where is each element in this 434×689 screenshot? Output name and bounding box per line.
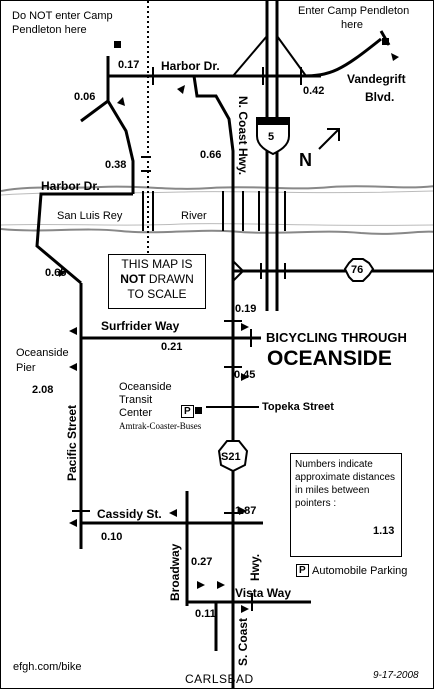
transit-center-marker <box>195 407 202 414</box>
oceanside-pier-line1: Oceanside <box>16 347 69 359</box>
distance-label: 0.65 <box>45 267 67 279</box>
sr76-shield-icon <box>343 258 375 282</box>
topeka-street-label: Topeka Street <box>262 401 334 413</box>
title-line2: OCEANSIDE <box>267 347 392 370</box>
do-not-enter-line1: Do NOT enter Camp <box>12 10 113 22</box>
legend-line2: approximate distances <box>295 472 396 483</box>
do-not-enter-line2: Pendleton here <box>12 24 87 36</box>
footer-url[interactable]: efgh.com/bike <box>13 661 82 673</box>
river-bank-bottom <box>1 228 433 235</box>
parking-legend-icon: P <box>296 564 309 577</box>
harbor-dr-loop <box>106 100 135 194</box>
north-coast-hwy-label: N. Coast Hwy. <box>236 96 250 176</box>
distance-label: 0.21 <box>161 341 183 353</box>
entry-marker <box>382 38 389 45</box>
harbor-dr-top-label: Harbor Dr. <box>161 59 220 73</box>
distance-label: 0.17 <box>118 59 140 71</box>
i5-shield-number: 5 <box>268 131 275 143</box>
transit-parking-icon: P <box>181 405 194 418</box>
distance-label: 0.11 <box>195 608 216 620</box>
note-not: NOT <box>120 272 146 286</box>
distance-label: 0.42 <box>303 85 325 97</box>
surfrider-way-label: Surfrider Way <box>101 319 180 333</box>
parking-legend-label: Automobile Parking <box>312 565 408 577</box>
s21-shield-icon <box>217 440 249 473</box>
legend-line4: pointers : <box>295 498 337 509</box>
transit-line1: Oceanside <box>119 381 172 393</box>
distance-label: 2.08 <box>32 384 54 396</box>
date-signature: 9-17-2008 <box>373 670 419 681</box>
distance-label: 0.19 <box>235 303 257 315</box>
broadway-label: Broadway <box>168 543 182 601</box>
legend-line3: in miles between <box>295 485 370 496</box>
vandegrift-road <box>300 37 382 78</box>
s21-shield-number: S21 <box>221 451 241 463</box>
distance-label: 0.27 <box>191 556 213 568</box>
amtrak-label: Amtrak-Coaster-Buses <box>119 421 202 431</box>
legend-example-distance: 1.13 <box>373 525 395 537</box>
hwy-label: Hwy. <box>248 553 262 581</box>
distance-label: 0.06 <box>74 91 96 103</box>
distance-label: 0.10 <box>101 531 123 543</box>
note-line1: THIS MAP IS <box>121 257 193 271</box>
oceanside-pier-line2: Pier <box>16 362 36 374</box>
carlsbad-label: CARLSBAD <box>185 672 254 686</box>
river-bank-top <box>1 185 433 192</box>
pacific-street-label: Pacific Street <box>65 404 79 481</box>
note-line4: TO SCALE <box>127 287 187 301</box>
no-entry-marker <box>114 41 121 48</box>
distance-label: 0.45 <box>234 369 256 381</box>
transit-line2: Transit <box>119 394 153 406</box>
river-label: River <box>181 210 207 222</box>
transit-line3: Center <box>119 407 153 419</box>
vandegrift-label-2: Blvd. <box>365 90 395 104</box>
sr76-shield-number: 76 <box>351 264 364 276</box>
distance-legend: Numbers indicate approximate distances i… <box>290 453 402 557</box>
north-arrow-icon <box>318 128 340 150</box>
not-to-scale-note: THIS MAP IS NOT DRAWN TO SCALE <box>108 254 206 309</box>
north-coast-hwy-road <box>192 75 235 688</box>
distance-label: 1.87 <box>235 505 257 517</box>
vista-way-label: Vista Way <box>235 586 292 600</box>
note-line2: NOT DRAWN <box>109 272 205 287</box>
distance-label: 0.38 <box>105 159 127 171</box>
enter-camp-line2: here <box>341 19 364 31</box>
legend-line1: Numbers indicate <box>295 459 373 470</box>
title-line1: BICYCLING THROUGH <box>266 330 407 345</box>
note-drawn: DRAWN <box>148 272 194 286</box>
harbor-dr-left-label: Harbor Dr. <box>41 179 100 193</box>
harbor-dr-left-road <box>35 192 133 285</box>
cassidy-street-label: Cassidy St. <box>97 507 162 521</box>
distance-label: 0.66 <box>200 149 222 161</box>
north-arrow-label: N <box>299 150 312 170</box>
enter-camp-line1: Enter Camp Pendleton <box>298 5 410 17</box>
san-luis-rey-label: San Luis Rey <box>57 210 123 222</box>
south-coast-label: S. Coast <box>236 617 250 666</box>
i5-shield-icon <box>256 117 290 156</box>
vandegrift-label-1: Vandegrift <box>347 72 406 86</box>
